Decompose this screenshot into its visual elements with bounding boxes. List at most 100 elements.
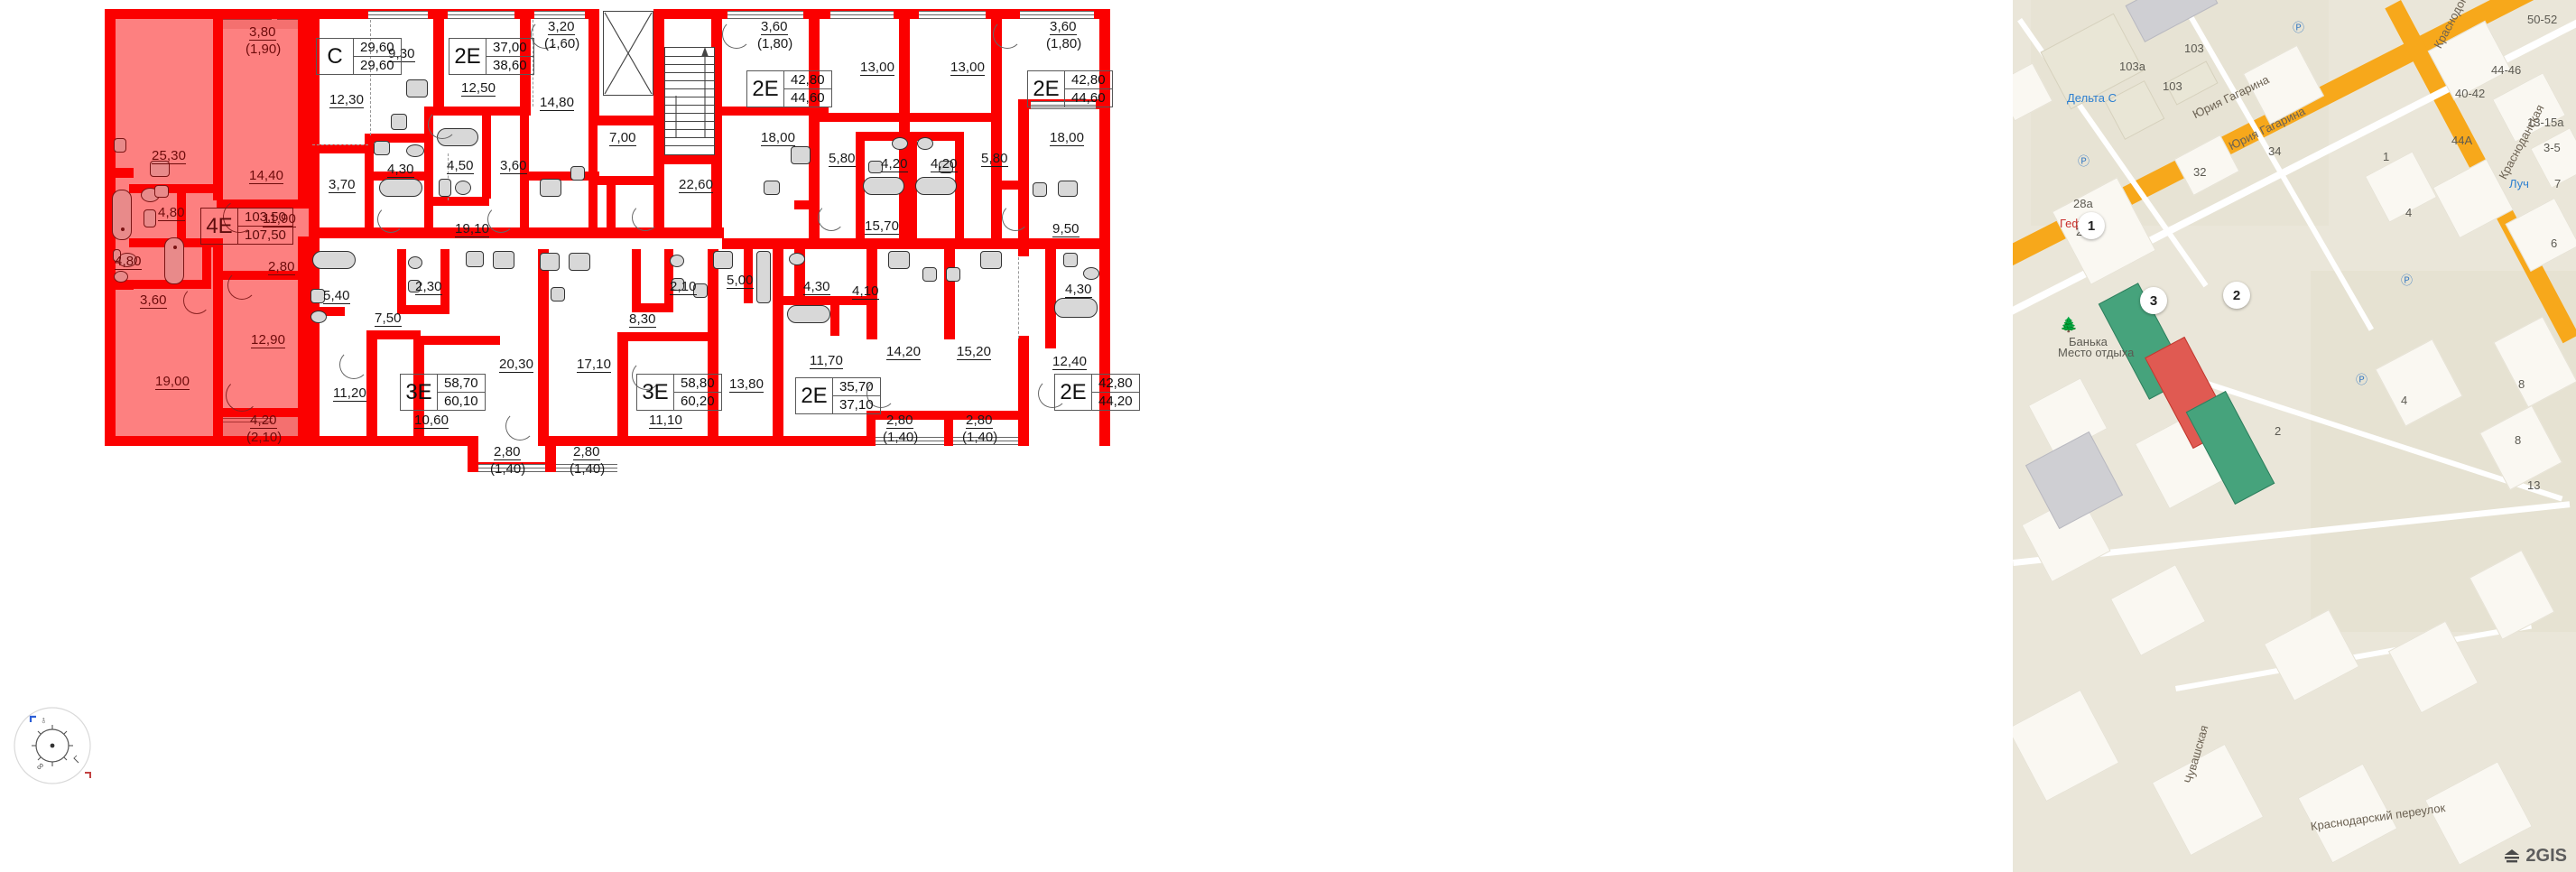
room-area-label: 19,10 (455, 221, 490, 237)
map-building-number: 13-15а (2527, 116, 2564, 129)
interior-wall (298, 19, 309, 209)
map-building-number: 40-42 (2455, 87, 2486, 100)
exterior-wall (1018, 99, 1029, 256)
stove-fixture (154, 185, 169, 198)
room-area-label: 11,20 (333, 385, 366, 402)
apartment-area-total: 35,70 (833, 378, 880, 396)
map-building-number: 50-52 (2527, 13, 2558, 26)
exterior-wall (809, 9, 820, 113)
apartment-area-total: 42,80 (1065, 71, 1112, 89)
room-area-label: 4,20 (931, 156, 958, 172)
interior-wall (217, 271, 309, 280)
room-area-label: 3,80 (249, 24, 276, 41)
sink-fixture (672, 278, 684, 291)
room-balcony-area-label: (1,40) (490, 461, 526, 477)
toilet-fixture (892, 137, 908, 150)
map-poi-label[interactable]: Банька (2069, 335, 2108, 348)
washer-fixture (946, 267, 960, 282)
stove-fixture (466, 251, 484, 267)
room-area-label: 14,80 (540, 95, 575, 111)
map-poi-label[interactable]: Луч (2509, 177, 2529, 190)
room-area-label: 2,80 (966, 413, 993, 429)
bathtub-fixture (1054, 298, 1098, 318)
interior-wall (213, 9, 223, 200)
sink-fixture (408, 280, 421, 292)
interior-wall (1002, 181, 1022, 190)
room-area-label: 4,20 (250, 413, 277, 429)
elevator-cross-icon (604, 12, 653, 95)
interior-wall (424, 107, 433, 237)
door-swing (632, 361, 661, 390)
interior-wall (365, 134, 426, 143)
exterior-wall (105, 436, 309, 446)
parking-icon: Ⓟ (2293, 21, 2305, 34)
svg-text:♂: ♂ (38, 715, 51, 728)
map-pin-2[interactable]: 2 (2223, 282, 2250, 309)
room-area-label: 2,10 (670, 279, 697, 295)
window (478, 464, 545, 472)
elevator-shaft (603, 11, 653, 96)
apartment-type-letter: 2E (752, 76, 779, 101)
room-area-label: 4,30 (803, 279, 830, 295)
room-area-label: 14,20 (886, 344, 922, 360)
exterior-wall (105, 9, 116, 172)
room-area-label: 2,30 (415, 279, 442, 295)
interior-wall (520, 116, 529, 237)
map-poi-label[interactable]: Дельта С (2067, 91, 2117, 105)
apartment-area-total: 58,80 (674, 375, 721, 393)
2gis-logo[interactable]: 2GIS (2503, 846, 2567, 867)
interior-wall (397, 305, 440, 314)
room-area-label: 11,90 (263, 211, 296, 227)
door-swing (722, 20, 751, 49)
room-area-label: 13,80 (729, 376, 764, 393)
stove-fixture (980, 251, 1002, 269)
room-area-label: 3,60 (761, 19, 788, 35)
apartment-type-letter: 2E (1060, 379, 1087, 404)
map-poi-label[interactable]: Место отдыха (2058, 346, 2135, 359)
room-area-label: 8,30 (629, 311, 656, 328)
exterior-wall (309, 9, 320, 144)
map-building-number: 44А (2451, 134, 2473, 147)
washer-fixture (374, 141, 390, 155)
room-area-label: 3,60 (1050, 19, 1077, 35)
interior-wall (309, 144, 320, 231)
map-pin-1[interactable]: 1 (2078, 212, 2105, 239)
window (534, 11, 585, 19)
map-pin-3[interactable]: 3 (2140, 287, 2167, 314)
interior-wall (413, 336, 500, 345)
interior-wall (538, 249, 549, 446)
unit-boundary-dash (1018, 257, 1019, 339)
map-building-number: 34 (2268, 144, 2282, 158)
svg-text:Г: Г (72, 754, 84, 765)
washer-fixture (551, 287, 565, 301)
window (876, 437, 944, 445)
door-swing (339, 350, 368, 379)
room-balcony-area-label: (2,10) (246, 430, 283, 445)
room-area-label: 2,80 (268, 259, 295, 275)
sink-fixture (1083, 267, 1099, 280)
exterior-wall (105, 9, 309, 19)
interior-wall (309, 307, 345, 316)
interior-wall (722, 107, 829, 116)
parking-icon: Ⓟ (2356, 373, 2368, 386)
corridor-wall (722, 238, 1110, 249)
interior-wall (177, 184, 186, 240)
room-area-label: 14,40 (249, 168, 284, 184)
corridor-wall (309, 227, 724, 238)
map-building-number: 103 (2184, 42, 2204, 55)
